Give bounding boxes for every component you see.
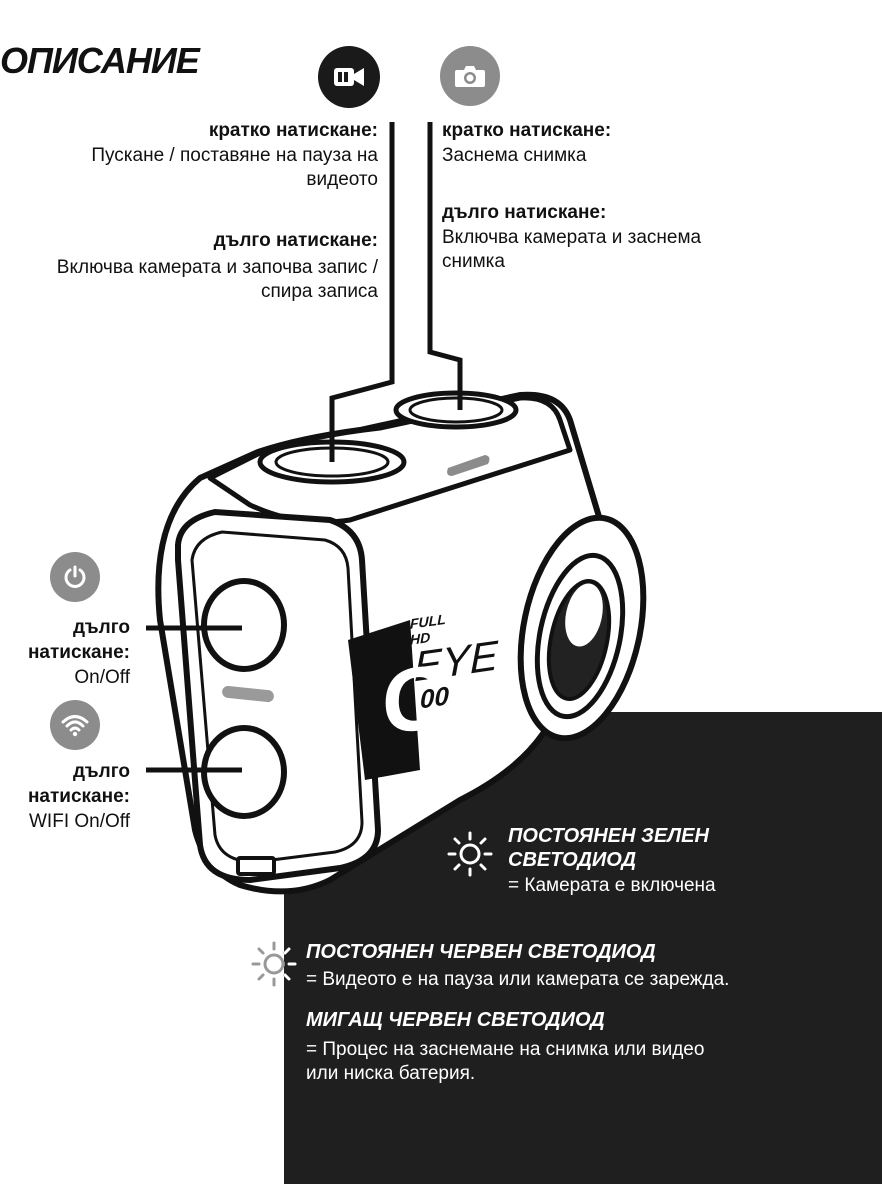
photo-long-press-desc-1: Включва камерата и заснема [442, 227, 702, 248]
wifi-button-info: дълго натискане: WIFI On/Off [0, 760, 130, 834]
page-title: ОПИСАНИЕ [0, 40, 200, 81]
video-short-press-desc-2: видеото [306, 169, 378, 190]
video-short-press-label: кратко натискане: [208, 120, 378, 141]
power-button-info: дълго натискане: On/Off [0, 616, 130, 690]
video-short-press-desc-1: Пускане / поставяне на пауза на [91, 145, 378, 166]
video-leader-line [329, 122, 395, 462]
led-light-icon-red [251, 941, 297, 987]
photo-short-press-desc-1: Заснема снимка [442, 145, 587, 166]
photo-long-press-desc-2: снимка [442, 251, 505, 272]
led-light-icon [447, 831, 493, 877]
led-red-steady-title: ПОСТОЯНЕН ЧЕРВЕН СВЕТОДИОД [306, 941, 656, 963]
video-long-press-desc-2: спира записа [260, 281, 378, 302]
led-green-info: ПОСТОЯНЕН ЗЕЛЕН СВЕТОДИОД = Камерата е в… [508, 824, 868, 898]
power-button-shape [201, 578, 287, 672]
power-label-2: натискане: [27, 642, 130, 663]
side-strip [348, 620, 420, 780]
power-desc: On/Off [74, 667, 130, 688]
video-camera-icon [318, 46, 380, 108]
led-green-title-1: ПОСТОЯНЕН ЗЕЛЕН [508, 825, 709, 847]
wifi-icon [50, 700, 100, 750]
wifi-label-1: дълго [73, 761, 130, 782]
led-red-info: ПОСТОЯНЕН ЧЕРВЕН СВЕТОДИОД = Видеото е н… [306, 940, 866, 1086]
led-red-blink-desc-2: или ниска батерия. [306, 1063, 476, 1084]
led-red-blink-title: МИГАЩ ЧЕРВЕН СВЕТОДИОД [306, 1009, 605, 1031]
photo-long-press-label: дълго натискане: [442, 202, 607, 223]
wifi-desc: WIFI On/Off [29, 811, 130, 832]
power-icon [50, 552, 100, 602]
led-green-desc: = Камерата е включена [508, 875, 716, 896]
wifi-label-2: натискане: [27, 786, 130, 807]
power-label-1: дълго [73, 617, 130, 638]
camera-branding: FULL HD EYE 00 C [376, 609, 498, 790]
video-button-info: кратко натискане: Пускане / поставяне на… [20, 120, 378, 304]
video-long-press-desc-1: Включва камерата и започва запис / [56, 257, 378, 278]
photo-leader-line [427, 122, 463, 410]
led-red-steady-desc: = Видеото е на пауза или камерата се зар… [306, 969, 730, 990]
led-red-blink-desc-1: = Процес на заснемане на снимка или виде… [306, 1039, 705, 1060]
camera-front-inner [190, 530, 364, 864]
photo-camera-icon [440, 46, 500, 106]
front-led [222, 685, 274, 703]
photo-short-press-label: кратко натискане: [442, 120, 612, 141]
top-led [447, 455, 490, 476]
branding-logo-letter: C [382, 645, 447, 755]
led-green-title-2: СВЕТОДИОД [508, 849, 637, 871]
video-long-press-label: дълго натискане: [213, 230, 378, 251]
photo-button-info: кратко натискане: Заснема снимка дълго н… [442, 120, 772, 274]
